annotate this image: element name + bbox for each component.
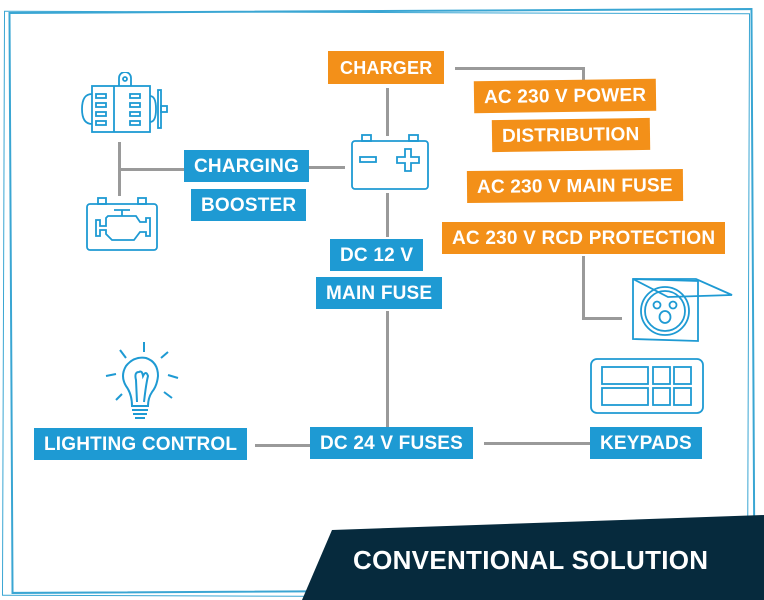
connector-dc24-keypads [484, 442, 590, 445]
ac-power-distribution-label-2: DISTRIBUTION [491, 117, 650, 153]
charging-booster-label-2: BOOSTER [191, 189, 307, 221]
charger-label: CHARGER [328, 51, 445, 84]
connector-rcd-down [582, 256, 585, 318]
dc-12v-main-fuse-label-1: DC 12 V [330, 239, 424, 271]
banner-background [302, 515, 764, 600]
connector-lighting-dc24 [255, 444, 311, 447]
keypad-icon [590, 358, 704, 414]
power-socket-icon [632, 278, 733, 342]
engine-icon [86, 197, 158, 251]
ac-main-fuse-label: AC 230 V MAIN FUSE [466, 169, 683, 203]
connector-branch-booster [118, 168, 184, 171]
connector-booster-battery [307, 166, 345, 169]
banner-title: CONVENTIONAL SOLUTION [353, 545, 709, 575]
connector-charger-ac [455, 67, 585, 70]
connector-ac-down [582, 67, 585, 87]
lighting-control-label: LIGHTING CONTROL [34, 428, 248, 460]
dc-12v-main-fuse-label-2: MAIN FUSE [316, 277, 443, 309]
connector-rcd-socket [582, 317, 622, 320]
dc-24v-fuses-label: DC 24 V FUSES [310, 427, 474, 459]
charging-booster-label-1: CHARGING [184, 150, 310, 182]
alternator-icon [81, 72, 168, 133]
light-bulb-icon [105, 342, 179, 419]
connector-charger-battery [386, 88, 389, 136]
connector-dc12-dc24 [386, 311, 389, 429]
ac-power-distribution-label-1: AC 230 V POWER [473, 78, 657, 114]
connector-battery-dc12 [386, 193, 389, 237]
battery-icon [351, 134, 429, 190]
keypads-label: KEYPADS [590, 427, 702, 459]
ac-rcd-protection-label: AC 230 V RCD PROTECTION [442, 222, 726, 254]
